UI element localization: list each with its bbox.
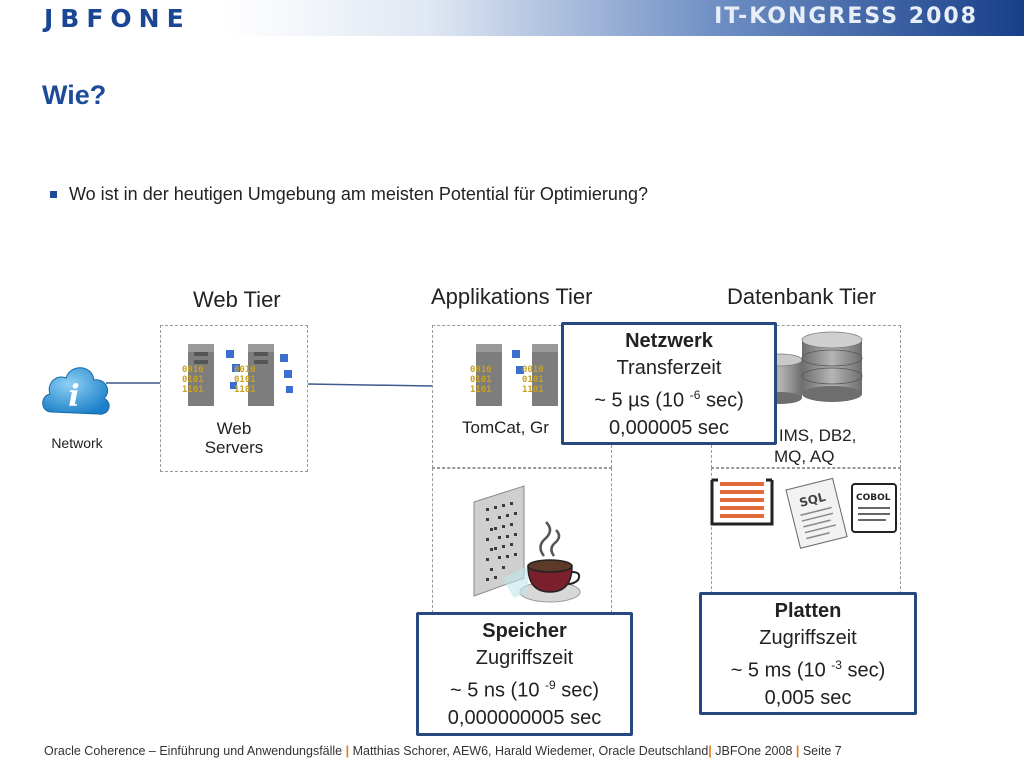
network-cloud-icon: i: [42, 367, 110, 415]
footer-text: Oracle Coherence – Einführung und Anwend…: [44, 744, 343, 758]
web-servers-label-line: Servers: [204, 438, 264, 457]
callout-text: sec): [841, 659, 886, 682]
svg-text:i: i: [68, 379, 79, 414]
binary-text: 1101: [470, 385, 492, 395]
footer-text: Matthias Schorer, AEW6, Harald Wiedemer,…: [349, 744, 709, 758]
callout-line: 0,000000005 sec: [447, 706, 602, 729]
web-servers-label-line: Web: [216, 419, 252, 438]
app-tier-label: Applikations Tier: [431, 284, 593, 309]
binary-text: 0101: [182, 375, 204, 385]
web-tier-label: Web Tier: [193, 287, 281, 312]
jbfone-logo: JBFONE: [44, 4, 191, 33]
callout-line: ~ 5 ns (10 -9 sec): [419, 672, 630, 705]
callout-line: Zugriffszeit: [475, 647, 574, 669]
callout-exponent: -9: [545, 678, 556, 692]
sql-text: SQL: [798, 490, 827, 510]
database-label-line: e, IMS, DB2,: [760, 426, 857, 445]
header-banner: [0, 0, 1024, 36]
binary-text: 1101: [234, 385, 256, 395]
callout-head: Netzwerk: [625, 330, 713, 352]
netzwerk-callout: Netzwerk Transferzeit ~ 5 µs (10 -6 sec)…: [561, 322, 777, 445]
slide-title: Wie?: [42, 80, 107, 110]
callout-text: sec): [700, 389, 744, 412]
footer-text: Seite 7: [799, 744, 842, 758]
binary-text: 1101: [522, 385, 544, 395]
binary-text: 0010: [470, 365, 492, 375]
network-label: Network: [51, 435, 103, 451]
callout-exponent: -3: [831, 658, 842, 672]
footer-separator: |: [795, 744, 800, 758]
callout-line: Transferzeit: [616, 357, 722, 379]
app-servers-icon: 0010 0101 1101 0010 0101 1101: [470, 344, 558, 406]
app-servers-label: TomCat, Gr: [462, 418, 549, 437]
callout-text: ~ 5 ms (10: [730, 659, 832, 682]
callout-line: 0,005 sec: [764, 686, 852, 709]
platten-callout: Platten Zugriffszeit ~ 5 ms (10 -3 sec) …: [699, 592, 917, 715]
web-tier-box: [160, 325, 308, 472]
storage-icons: SQL COBOL: [710, 477, 897, 549]
web-servers-icon: 0010 0101 1101 0010 0101 1101: [182, 344, 293, 406]
binary-text: 0101: [234, 375, 256, 385]
cobol-text: COBOL: [856, 493, 891, 503]
binary-text: 0010: [522, 365, 544, 375]
binary-text: 0010: [182, 365, 204, 375]
binary-text: 0010: [234, 365, 256, 375]
callout-text: ~ 5 ns (10: [449, 679, 546, 702]
footer: Oracle Coherence – Einführung und Anwend…: [44, 744, 842, 758]
footer-separator: |: [708, 744, 712, 758]
db-tier-label: Datenbank Tier: [727, 284, 877, 309]
callout-line: ~ 5 µs (10 -6 sec): [564, 382, 774, 415]
bullet-text: Wo ist in der heutigen Umgebung am meist…: [69, 184, 648, 204]
web-servers-label: Web Servers: [176, 419, 292, 457]
callout-head: Platten: [774, 600, 842, 622]
callout-line: ~ 5 ms (10 -3 sec): [702, 652, 914, 685]
binary-text: 1101: [182, 385, 204, 395]
callout-exponent: -6: [689, 388, 701, 402]
binary-text: 0101: [470, 375, 492, 385]
callout-line: Zugriffszeit: [759, 627, 857, 649]
database-label-line: MQ, AQ: [774, 447, 835, 466]
callout-line: 0,000005 sec: [608, 416, 730, 439]
event-title: IT-KONGRESS 2008: [714, 4, 978, 29]
footer-text: JBFOne 2008: [711, 744, 796, 758]
binary-text: 0101: [522, 375, 544, 385]
bullet-point: Wo ist in der heutigen Umgebung am meist…: [50, 184, 648, 205]
footer-separator: |: [345, 744, 350, 758]
callout-text: sec): [555, 679, 600, 702]
callout-text: ~ 5 µs (10: [594, 389, 690, 412]
speicher-callout: Speicher Zugriffszeit ~ 5 ns (10 -9 sec)…: [416, 612, 633, 736]
java-memory-icon: [473, 485, 581, 603]
bullet-square-icon: [50, 191, 57, 198]
callout-head: Speicher: [482, 620, 567, 642]
database-label: e, IMS, DB2, MQ, AQ: [760, 425, 900, 467]
